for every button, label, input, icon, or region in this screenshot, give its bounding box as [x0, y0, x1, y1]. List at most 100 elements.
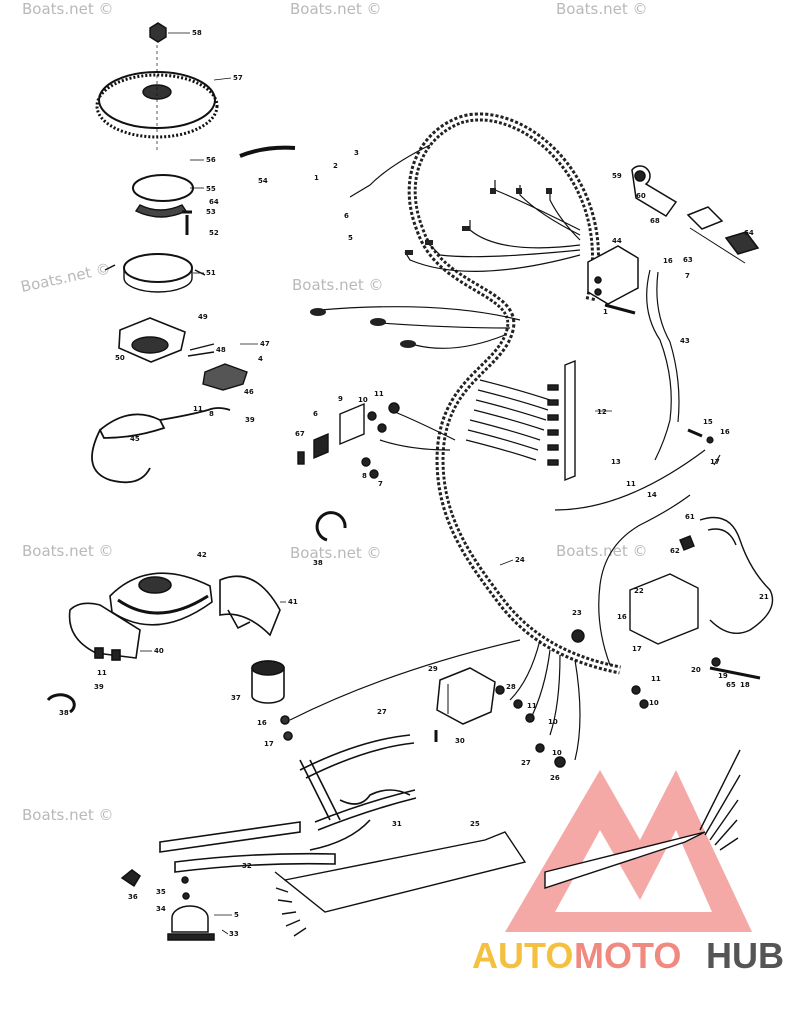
callout-11f: 11 [527, 702, 537, 710]
callout-5b: 5 [234, 911, 239, 919]
callout-45: 45 [130, 435, 140, 443]
callout-10: 10 [358, 396, 368, 404]
callout-18: 18 [740, 681, 750, 689]
callout-40: 40 [154, 647, 164, 655]
callout-27b: 27 [521, 759, 531, 767]
callout-13: 13 [611, 458, 621, 466]
callout-6: 6 [344, 212, 349, 220]
callout-11e: 11 [651, 675, 661, 683]
callout-57: 57 [233, 74, 243, 82]
callout-26: 26 [550, 774, 560, 782]
callout-65: 65 [726, 681, 736, 689]
coil-40 [68, 602, 141, 659]
callout-19: 19 [718, 672, 728, 680]
callout-55: 55 [206, 185, 216, 193]
callout-28: 28 [506, 683, 516, 691]
callout-56: 56 [206, 156, 216, 164]
coil-41 [219, 575, 281, 637]
choke-15-16-17 [554, 428, 721, 511]
callout-17b: 17 [632, 645, 642, 653]
callout-17c: 17 [264, 740, 274, 748]
callout-12: 12 [597, 408, 607, 416]
callout-4: 4 [258, 355, 263, 363]
watermark: Boats.net © [19, 259, 112, 296]
watermark: Boats.net © [22, 542, 114, 560]
watermark: Boats.net © [292, 276, 384, 294]
leader-lines [140, 32, 612, 935]
watermark: Boats.net © [556, 542, 648, 560]
callout-48: 48 [216, 346, 226, 354]
callout-24: 24 [515, 556, 525, 564]
watermark: Boats.net © [22, 806, 114, 824]
stator-ring [123, 253, 193, 283]
callout-59: 59 [612, 172, 622, 180]
retainer-ring-38b [46, 693, 76, 714]
stator-42 [109, 572, 213, 626]
callout-5: 5 [348, 234, 353, 242]
battery-cables [159, 734, 417, 873]
rectifier-44 [587, 245, 639, 315]
callout-8: 8 [209, 410, 214, 418]
callout-14: 14 [647, 491, 657, 499]
callout-17: 17 [710, 458, 720, 466]
callout-62: 62 [670, 547, 680, 555]
callout-7b: 7 [378, 480, 383, 488]
callout-60: 60 [636, 192, 646, 200]
logo-hub: HUB [706, 935, 784, 976]
callout-64: 64 [209, 198, 219, 206]
watermark: Boats.net © [290, 544, 382, 562]
callout-25: 25 [470, 820, 480, 828]
terminal-block-12 [547, 359, 576, 482]
relay-group [297, 402, 400, 479]
callout-38b: 38 [59, 709, 69, 717]
ignition-switch-59 [631, 165, 760, 264]
callout-42: 42 [197, 551, 207, 559]
callout-68: 68 [650, 217, 660, 225]
callout-11d: 11 [97, 669, 107, 677]
pickup-coil-lead [91, 407, 231, 484]
callout-51: 51 [206, 269, 216, 277]
callout-58: 58 [192, 29, 202, 37]
callout-10c: 10 [548, 718, 558, 726]
callout-6b: 6 [313, 410, 318, 418]
harness-25 [274, 749, 741, 937]
harness-24 [407, 112, 621, 675]
callout-67: 67 [295, 430, 305, 438]
callout-50: 50 [115, 354, 125, 362]
callout-15: 15 [703, 418, 713, 426]
callout-16c: 16 [617, 613, 627, 621]
callout-36: 36 [128, 893, 138, 901]
callout-27: 27 [377, 708, 387, 716]
callout-47: 47 [260, 340, 270, 348]
watermark: Boats.net © [556, 0, 648, 18]
callout-20: 20 [691, 666, 701, 674]
retainer-ring-38a [315, 511, 347, 542]
callout-63: 63 [683, 256, 693, 264]
callout-10b: 10 [649, 699, 659, 707]
callout-46: 46 [244, 388, 254, 396]
starter-solenoid-29 [434, 667, 566, 768]
callout-23: 23 [572, 609, 582, 617]
callout-22: 22 [634, 587, 644, 595]
callout-9: 9 [338, 395, 343, 403]
callout-37: 37 [231, 694, 241, 702]
wire-54 [239, 145, 296, 158]
callout-49: 49 [198, 313, 208, 321]
callout-8b: 8 [362, 472, 367, 480]
callout-16: 16 [663, 257, 673, 265]
regulator-22 [571, 516, 774, 709]
callout-29: 29 [428, 665, 438, 673]
flywheel-nut [149, 22, 167, 43]
coil-bracket [202, 363, 248, 391]
callout-7: 7 [685, 272, 690, 280]
callout-52: 52 [209, 229, 219, 237]
callout-30: 30 [455, 737, 465, 745]
callout-1: 1 [314, 174, 319, 182]
callout-38: 38 [313, 559, 323, 567]
callout-43: 43 [680, 337, 690, 345]
callout-64b: 64 [744, 229, 754, 237]
callout-16b: 16 [720, 428, 730, 436]
lead-43 [646, 269, 680, 461]
logo-moto: MOTO [574, 935, 681, 976]
spring [132, 174, 194, 202]
